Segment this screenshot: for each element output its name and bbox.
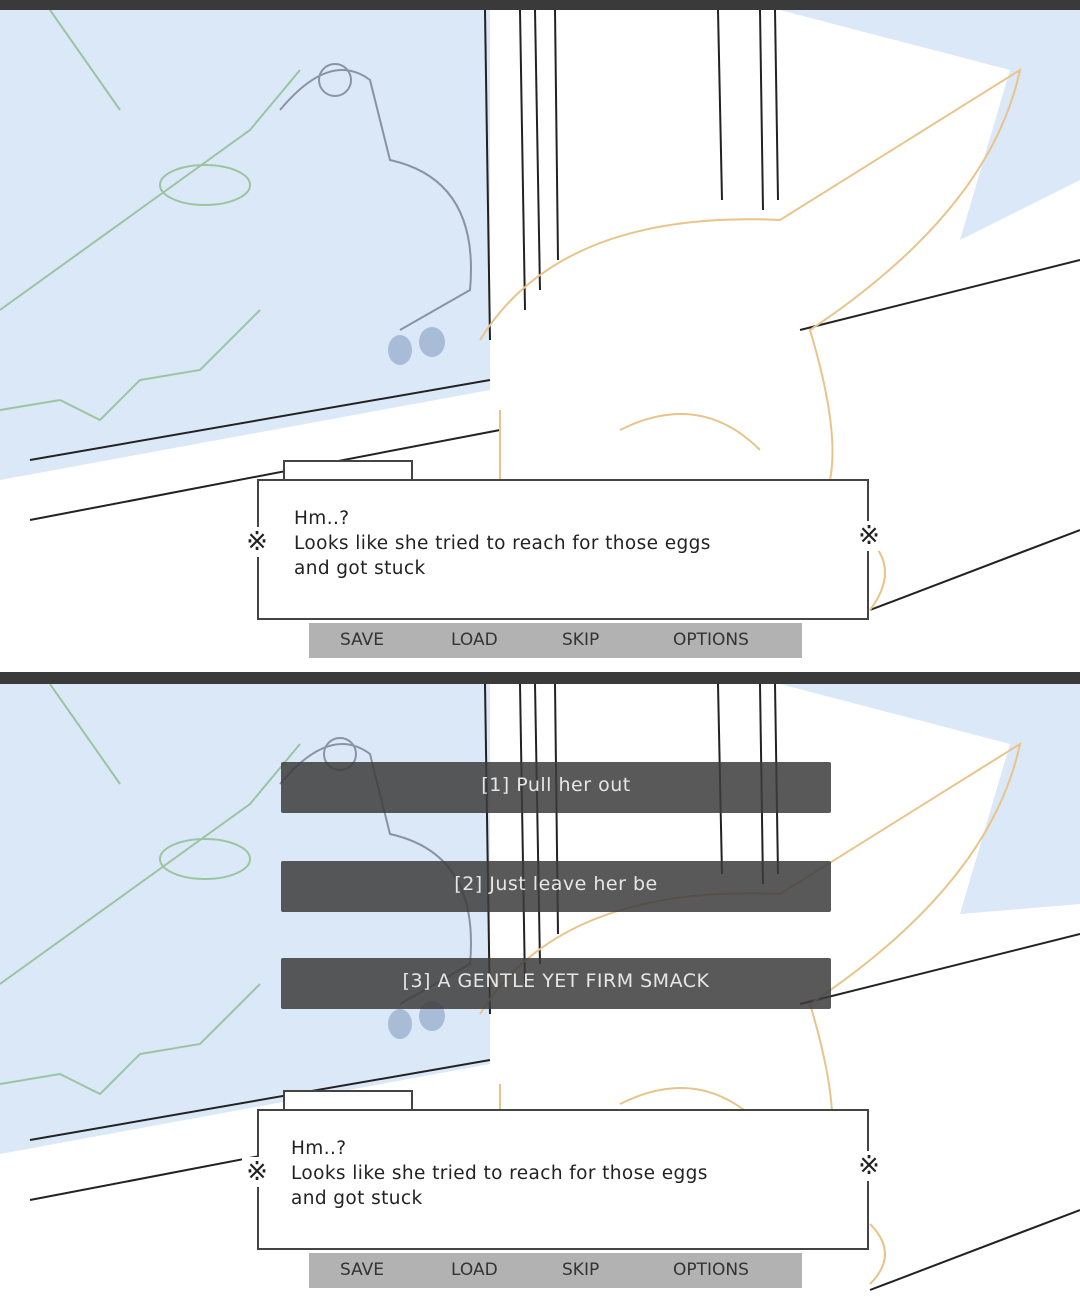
skip-button[interactable]: SKIP bbox=[562, 630, 600, 650]
dialogue-text: Hm..? Looks like she tried to reach for … bbox=[291, 1136, 708, 1211]
save-button[interactable]: SAVE bbox=[340, 630, 385, 650]
dialogue-box[interactable]: Hm..? Looks like she tried to reach for … bbox=[242, 1109, 884, 1250]
options-button[interactable]: OPTIONS bbox=[673, 1260, 749, 1280]
quick-menu-bar: SAVE LOAD SKIP OPTIONS bbox=[309, 623, 802, 658]
choice-button-3[interactable]: [3] A GENTLE YET FIRM SMACK bbox=[281, 958, 831, 1009]
ornament-left-icon: ※ bbox=[242, 1157, 272, 1187]
scene-panel-dialogue: Hm..? Looks like she tried to reach for … bbox=[0, 10, 1080, 672]
options-button[interactable]: OPTIONS bbox=[673, 630, 749, 650]
dialogue-text: Hm..? Looks like she tried to reach for … bbox=[294, 506, 711, 581]
ornament-left-icon: ※ bbox=[242, 527, 272, 557]
choice-button-1[interactable]: [1] Pull her out bbox=[281, 762, 831, 813]
choice-button-2[interactable]: [2] Just leave her be bbox=[281, 861, 831, 912]
dialogue-line: Hm..? bbox=[291, 1138, 347, 1159]
dialogue-line: Hm..? bbox=[294, 508, 350, 529]
dialogue-line: and got stuck bbox=[294, 558, 426, 579]
load-button[interactable]: LOAD bbox=[451, 630, 498, 650]
quick-menu-bar: SAVE LOAD SKIP OPTIONS bbox=[309, 1253, 802, 1288]
save-button[interactable]: SAVE bbox=[340, 1260, 385, 1280]
dialogue-box[interactable]: Hm..? Looks like she tried to reach for … bbox=[242, 479, 884, 620]
skip-button[interactable]: SKIP bbox=[562, 1260, 600, 1280]
dialogue-line: Looks like she tried to reach for those … bbox=[291, 1163, 708, 1184]
dialogue-line: Looks like she tried to reach for those … bbox=[294, 533, 711, 554]
ornament-right-icon: ※ bbox=[854, 521, 884, 551]
scene-illustration bbox=[0, 10, 1080, 611]
scene-panel-choices: [1] Pull her out [2] Just leave her be [… bbox=[0, 684, 1080, 1310]
load-button[interactable]: LOAD bbox=[451, 1260, 498, 1280]
dialogue-line: and got stuck bbox=[291, 1188, 423, 1209]
ornament-right-icon: ※ bbox=[854, 1151, 884, 1181]
